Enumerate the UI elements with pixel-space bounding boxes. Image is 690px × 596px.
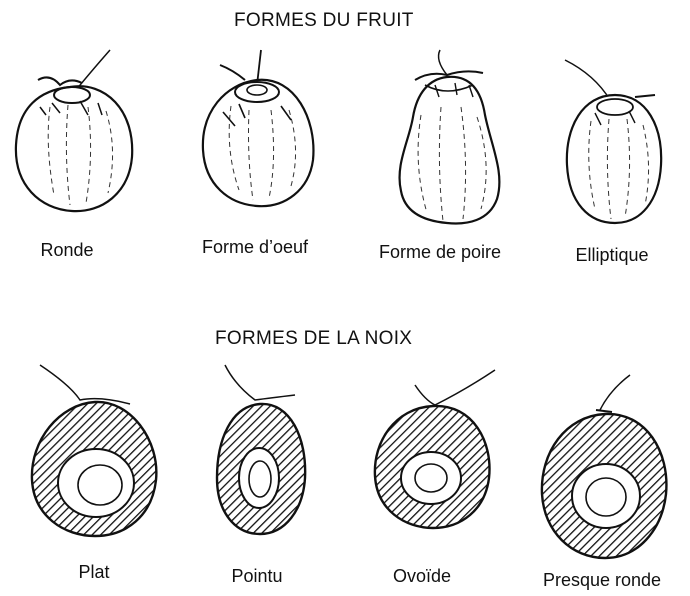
fruit-round-illustration <box>10 45 140 220</box>
nut-label-pointed: Pointu <box>231 566 282 587</box>
nut-label-flat: Plat <box>78 562 109 583</box>
fruit-label-egg: Forme d’oeuf <box>202 237 308 258</box>
nut-pointed-illustration <box>205 360 325 550</box>
nut-flat-illustration <box>20 360 170 550</box>
fruit-elliptic-illustration <box>555 55 675 230</box>
fruit-label-pear: Forme de poire <box>379 242 501 263</box>
nut-ovoid-illustration <box>365 360 505 550</box>
fruit-pear-illustration <box>385 45 515 230</box>
fruit-section-title: FORMES DU FRUIT <box>234 10 414 32</box>
nut-label-almost-round: Presque ronde <box>543 570 661 591</box>
fruit-egg-illustration <box>195 40 325 215</box>
fruit-label-elliptic: Elliptique <box>575 245 648 266</box>
nut-section-title: FORMES DE LA NOIX <box>215 328 412 350</box>
nut-almost-round-illustration <box>530 370 680 565</box>
nut-label-ovoid: Ovoïde <box>393 566 451 587</box>
fruit-label-round: Ronde <box>40 240 93 261</box>
